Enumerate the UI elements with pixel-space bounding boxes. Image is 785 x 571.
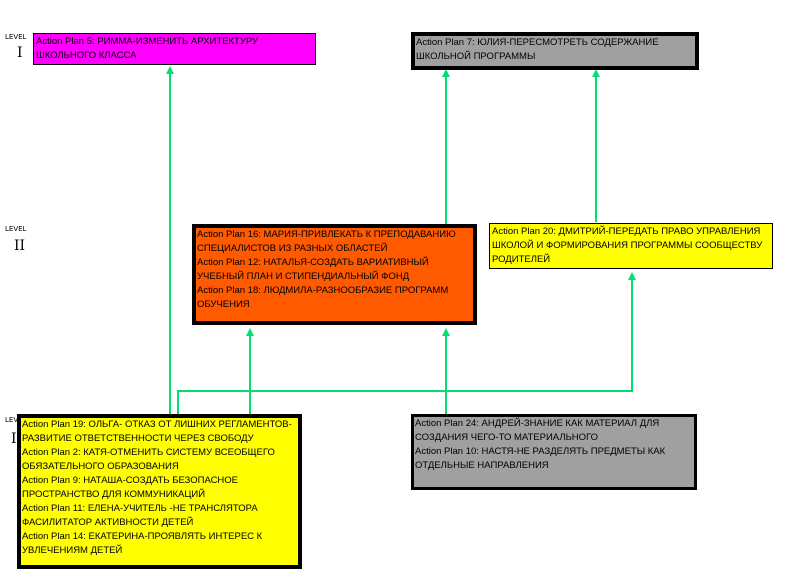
node-plan5-text: Action Plan 5: РИММА-ИЗМЕНИТЬ АРХИТЕКТУР… [36, 36, 259, 61]
node-plan19-line-5: Action Plan 14: ЕКАТЕРИНА-ПРОЯВЛЯТЬ ИНТЕ… [22, 531, 263, 556]
node-plan20-text: Action Plan 20: ДМИТРИЙ-ПЕРЕДАТЬ ПРАВО У… [492, 226, 763, 265]
arrow-elbow-to-plan20 [177, 272, 636, 415]
level-3-number: I [11, 431, 17, 447]
node-plan16-line-2: Action Plan 12: НАТАЛЬЯ-СОЗДАТЬ ВАРИАТИВ… [197, 257, 429, 282]
node-plan5[interactable]: Action Plan 5: РИММА-ИЗМЕНИТЬ АРХИТЕКТУР… [33, 33, 316, 65]
node-plan16[interactable]: Action Plan 16: МАРИЯ-ПРИВЛЕКАТЬ К ПРЕПО… [192, 224, 477, 325]
node-plan19-line-3: Action Plan 9: НАТАША-СОЗДАТЬ БЕЗОПАСНОЕ… [22, 475, 239, 500]
node-plan24-line-1: Action Plan 24: АНДРЕЙ-ЗНАНИЕ КАК МАТЕРИ… [415, 418, 660, 443]
level-3-label: LEVEL [5, 416, 27, 424]
level-2-label: LEVEL [5, 225, 27, 233]
node-plan19-line-2: Action Plan 2: КАТЯ-ОТМЕНИТЬ СИСТЕМУ ВСЕ… [22, 447, 275, 472]
node-plan20[interactable]: Action Plan 20: ДМИТРИЙ-ПЕРЕДАТЬ ПРАВО У… [489, 223, 773, 269]
level-1-label: LEVEL [5, 33, 27, 41]
node-plan24-line-2: Action Plan 10: НАСТЯ-НЕ РАЗДЕЛЯТЬ ПРЕДМ… [415, 446, 666, 471]
node-plan7[interactable]: Action Plan 7: ЮЛИЯ-ПЕРЕСМОТРЕТЬ СОДЕРЖА… [411, 32, 699, 70]
node-plan16-line-1: Action Plan 16: МАРИЯ-ПРИВЛЕКАТЬ К ПРЕПО… [197, 229, 456, 254]
level-1-number: I [17, 45, 23, 61]
node-plan19-line-4: Action Plan 11: ЕЛЕНА-УЧИТЕЛЬ -НЕ ТРАНСЛ… [22, 503, 258, 528]
level-2-number: II [14, 238, 26, 254]
node-plan16-line-3: Action Plan 18: ЛЮДМИЛА-РАЗНООБРАЗИЕ ПРО… [197, 285, 449, 310]
node-plan19-line-1: Action Plan 19: ОЛЬГА- ОТКАЗ ОТ ЛИШНИХ Р… [22, 419, 292, 444]
node-plan24[interactable]: Action Plan 24: АНДРЕЙ-ЗНАНИЕ КАК МАТЕРИ… [411, 414, 697, 490]
node-plan19[interactable]: Action Plan 19: ОЛЬГА- ОТКАЗ ОТ ЛИШНИХ Р… [17, 414, 302, 569]
node-plan7-text: Action Plan 7: ЮЛИЯ-ПЕРЕСМОТРЕТЬ СОДЕРЖА… [416, 37, 659, 62]
